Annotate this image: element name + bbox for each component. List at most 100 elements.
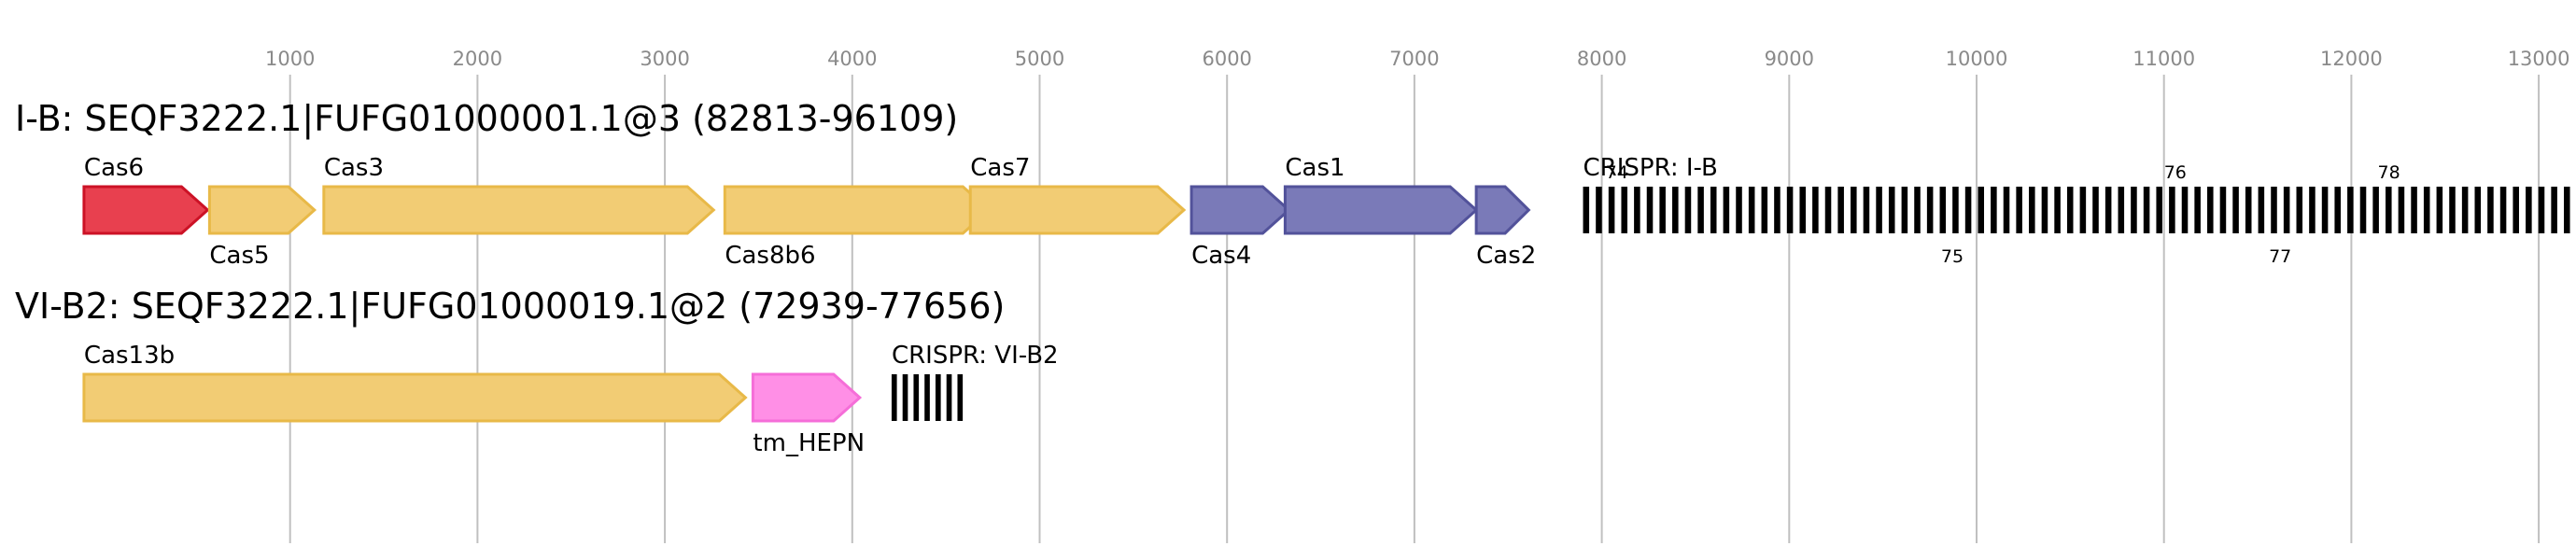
crispr-repeat [2258,187,2265,233]
crispr-repeat [2131,187,2137,233]
gene-label: Cas6 [84,154,144,182]
repeat-number-label: 76 [2164,162,2187,183]
crispr-repeat [2143,187,2150,233]
crispr-repeat [935,374,941,421]
crispr-repeat [2207,187,2214,233]
crispr-repeat [2245,187,2252,233]
repeat-number-label: 75 [1941,246,1964,267]
tick-label: 12000 [2320,48,2383,70]
crispr-repeat [957,374,964,421]
tick-label: 2000 [453,48,502,70]
crispr-repeat [924,374,930,421]
tick-label: 1000 [265,48,315,70]
tick-label: 9000 [1765,48,1814,70]
crispr-label: CRISPR: I-B [1584,154,1718,182]
gene-arrow-cas8b6 [723,185,992,235]
crispr-repeat [2054,187,2061,233]
crispr-repeat [1684,187,1692,233]
crispr-repeat [1786,187,1794,233]
gene-label: Cas3 [324,154,384,182]
loci-tracks: I-B: SEQF3222.1|FUFG01000001.1@3 (82813-… [15,98,2570,457]
crispr-repeat [1659,187,1666,233]
tick-label: 13000 [2508,48,2570,70]
tick-label: 6000 [1202,48,1251,70]
gene-arrow-cas2 [1474,185,1531,235]
tick-label: 5000 [1015,48,1064,70]
crispr-repeat [2551,187,2557,233]
crispr-repeat [2041,187,2048,233]
crispr-repeat [2029,187,2035,233]
crispr-repeat [1697,187,1704,233]
crispr-repeat [2232,187,2239,233]
crispr-repeat [1901,187,1908,233]
crispr-repeat [2499,187,2507,233]
repeat-number-label: 74 [1606,162,1628,183]
locus-track: VI-B2: SEQF3222.1|FUFG01000019.1@2 (7293… [15,286,1059,457]
crispr-repeat [2309,187,2316,233]
crispr-repeat [2372,187,2379,233]
crispr-repeat [2564,187,2570,233]
crispr-repeat [2526,187,2532,233]
crispr-repeat [1926,187,1934,233]
locus-title: I-B: SEQF3222.1|FUFG01000001.1@3 (82813-… [15,98,958,140]
crispr-repeat [1672,187,1679,233]
crispr-repeat [1952,187,1959,233]
crispr-repeat [2398,187,2405,233]
crispr-repeat [1837,187,1844,233]
crispr-repeat [2219,187,2227,233]
crispr-repeat [1939,187,1947,233]
crispr-repeat [891,374,897,421]
crispr-repeat [1774,187,1781,233]
crispr-repeat [1646,187,1654,233]
repeat-number-label: 77 [2269,246,2291,267]
gene-label: Cas5 [209,242,269,270]
crispr-repeat [2181,187,2189,233]
crispr-repeat [1723,187,1730,233]
gene-arrow-cas1 [1283,185,1479,235]
crispr-repeat [2461,187,2469,233]
gene-arrow-cas7 [968,185,1187,235]
crispr-label: CRISPR: VI-B2 [892,342,1059,370]
tick-label: 3000 [640,48,689,70]
crispr-repeat [2513,187,2519,233]
gene-label: tm_HEPN [753,429,865,457]
tick-label: 4000 [827,48,877,70]
crispr-repeat [1964,187,1972,233]
crispr-repeat [1888,187,1895,233]
crispr-array: CRISPR: VI-B2 [891,342,1059,421]
crispr-repeat [2487,187,2494,233]
crispr-repeat [1851,187,1857,233]
locus-track: I-B: SEQF3222.1|FUFG01000001.1@3 (82813-… [15,98,2570,270]
crispr-repeat [1799,187,1807,233]
crispr-repeat [902,374,908,421]
crispr-repeat [1621,187,1628,233]
crispr-repeat [913,374,920,421]
crispr-repeat [2411,187,2417,233]
crispr-repeat [2271,187,2277,233]
crispr-repeat [1863,187,1870,233]
tick-label: 10000 [1946,48,2008,70]
gene-label: Cas4 [1191,242,1251,270]
crispr-repeat [1978,187,1984,233]
tick-label: 7000 [1389,48,1439,70]
crispr-repeat [2118,187,2125,233]
crispr-repeat [2016,187,2022,233]
crispr-repeat [1991,187,1997,233]
gene-arrow-cas3 [322,185,716,235]
crispr-repeat [2194,187,2201,233]
crispr-repeat [2079,187,2087,233]
crispr-repeat [1736,187,1742,233]
crispr-repeat [2296,187,2303,233]
gene-arrow-cas4 [1189,185,1291,235]
crispr-repeat [1824,187,1832,233]
crispr-repeat [2156,187,2162,233]
gene-arrow-cas6 [82,185,210,235]
crispr-repeat [2538,187,2545,233]
crispr-repeat [2436,187,2443,233]
gene-arrow-tm_hepn [751,372,863,423]
repeat-number-label: 78 [2377,162,2400,183]
crispr-repeat [2092,187,2099,233]
gene-label: Cas7 [970,154,1030,182]
gene-label: Cas2 [1476,242,1536,270]
